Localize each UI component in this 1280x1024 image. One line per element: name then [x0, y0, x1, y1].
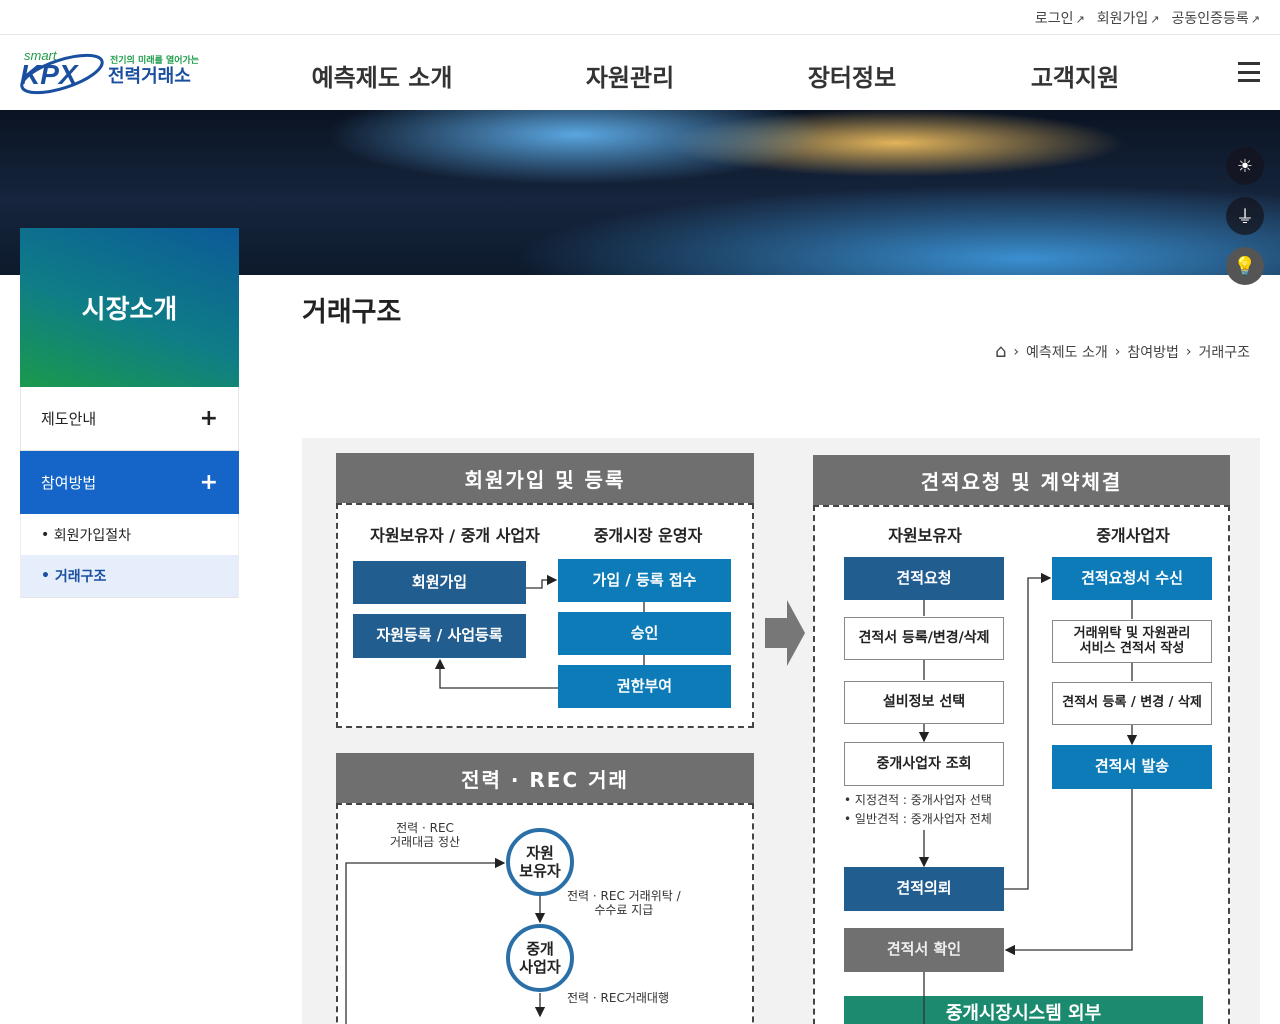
external-link-icon: ↗ — [1075, 13, 1085, 26]
sidebar-title: 시장소개 — [20, 228, 239, 387]
flow-box: 자원등록 / 사업등록 — [353, 614, 526, 658]
nav-market-info[interactable]: 장터정보 — [807, 64, 897, 92]
column-heading: 자원보유자 — [888, 526, 962, 545]
connector-lines — [345, 572, 1260, 1024]
solar-panel-icon[interactable]: ☀ — [1226, 147, 1264, 185]
login-link[interactable]: 로그인↗ — [1034, 11, 1085, 27]
breadcrumb-item[interactable]: 거래구조 — [1198, 344, 1250, 361]
flow-box: 가입 / 등록 접수 — [558, 559, 731, 602]
svg-text:smart: smart — [24, 48, 58, 63]
flow-box: 견적서 등록 / 변경 / 삭제 — [1052, 682, 1212, 725]
plus-icon: + — [199, 469, 218, 495]
kpx-logo[interactable]: smart KPX 전기의 미래를 열어가는 전력거래소 — [20, 46, 200, 100]
breadcrumb-item[interactable]: 예측제도 소개 — [1025, 344, 1108, 361]
flow-box: 중개시장시스템 외부 — [844, 996, 1203, 1024]
sidebar-item-system-guide[interactable]: 제도안내+ — [20, 387, 239, 451]
utility-links: 로그인↗ 회원가입↗ 공동인증등록↗ — [1035, 8, 1260, 28]
arrow-right-icon — [765, 600, 805, 666]
divider — [0, 34, 1280, 35]
nav-resource-management[interactable]: 자원관리 — [585, 64, 675, 92]
bullet-item: 지정견적 : 중개사업자 선택 — [854, 793, 992, 807]
sidebar-subitem-signup-procedure[interactable]: • 회원가입절차 — [20, 514, 239, 555]
nav-customer-support[interactable]: 고객지원 — [1030, 64, 1120, 92]
column-heading: 중개시장 운영자 — [593, 526, 703, 545]
certificate-link[interactable]: 공동인증등록↗ — [1171, 11, 1261, 27]
sidebar-item-participation[interactable]: 참여방법+ — [20, 451, 239, 514]
hamburger-menu-icon[interactable] — [1238, 62, 1260, 82]
nav-forecast-intro[interactable]: 예측제도 소개 — [311, 64, 453, 92]
flow-box: 거래위탁 및 자원관리 서비스 견적서 작성 — [1052, 620, 1212, 663]
eco-bulb-icon[interactable]: 💡 — [1226, 247, 1264, 285]
flow-note: 전력 · REC 거래위탁 / 수수료 지급 — [567, 889, 681, 918]
panel-trade-header: 전력 · REC 거래 — [336, 753, 754, 803]
flow-box: 견적서 확인 — [844, 928, 1004, 972]
resource-owner-node: 자원 보유자 — [506, 828, 574, 896]
breadcrumb: ⌂› 예측제도 소개› 참여방법› 거래구조 — [994, 341, 1250, 362]
breadcrumb-item[interactable]: 참여방법 — [1127, 344, 1179, 361]
column-heading: 중개사업자 — [1096, 526, 1170, 545]
trade-structure-diagram: 회원가입 및 등록 자원보유자 / 중개 사업자 중개시장 운영자 회원가입 자… — [302, 438, 1260, 1024]
home-icon[interactable]: ⌂ — [994, 341, 1007, 362]
svg-text:KPX: KPX — [20, 59, 80, 90]
flow-box: 견적요청서 수신 — [1052, 557, 1212, 600]
signup-link[interactable]: 회원가입↗ — [1096, 11, 1160, 27]
page-title: 거래구조 — [302, 297, 402, 328]
column-heading: 자원보유자 / 중개 사업자 — [370, 526, 540, 545]
broker-node: 중개 사업자 — [506, 924, 574, 992]
svg-text:전력거래소: 전력거래소 — [108, 66, 191, 87]
flow-note: 전력 · REC 거래대금 정산 — [390, 821, 461, 850]
external-link-icon: ↗ — [1250, 13, 1260, 26]
plus-icon: + — [199, 406, 218, 431]
flow-box: 견적의뢰 — [844, 867, 1004, 911]
bullet-item: 일반견적 : 중개사업자 전체 — [854, 812, 992, 826]
sidebar-subitem-trade-structure[interactable]: • 거래구조 — [20, 555, 239, 598]
flow-note: 전력 · REC거래대행 — [567, 991, 669, 1005]
flow-box: 승인 — [558, 612, 731, 655]
svg-text:전기의 미래를 열어가는: 전기의 미래를 열어가는 — [110, 54, 199, 66]
panel-quote-header: 견적요청 및 계약체결 — [813, 455, 1230, 505]
plug-icon[interactable]: ⏚ — [1226, 197, 1264, 235]
flow-box: 설비정보 선택 — [844, 681, 1004, 724]
panel-signup-header: 회원가입 및 등록 — [336, 453, 754, 503]
flow-box: 회원가입 — [353, 561, 526, 604]
flow-box: 견적요청 — [844, 557, 1004, 600]
flow-box: 권한부여 — [558, 665, 731, 708]
external-link-icon: ↗ — [1150, 13, 1160, 26]
flow-box: 견적서 등록/변경/삭제 — [844, 617, 1004, 660]
